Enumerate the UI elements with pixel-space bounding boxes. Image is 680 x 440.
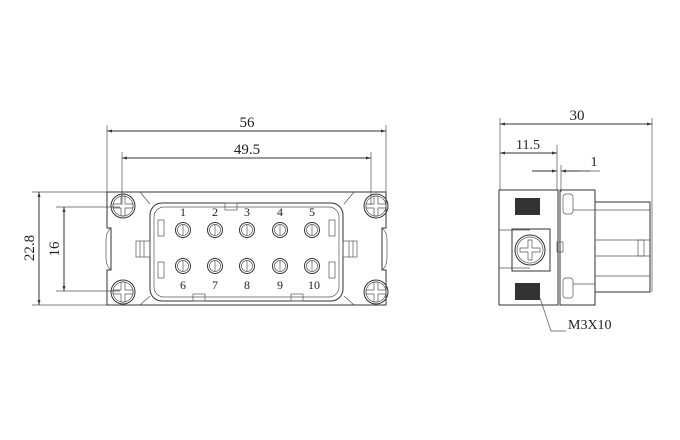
contact-pin (272, 258, 288, 274)
contact-pin (304, 258, 320, 274)
latch-left (135, 240, 151, 258)
side-insert (595, 201, 651, 293)
contact-pin (207, 258, 223, 274)
dimension-11-5: 11.5 (500, 138, 558, 190)
front-view: 56 49.5 22.8 16 (22, 115, 389, 306)
dimension-49-5: 49.5 (121, 142, 372, 205)
dimension-label-56: 56 (240, 115, 256, 131)
corner-screw-icon (363, 279, 389, 305)
side-view: 30 11.5 1 (498, 108, 653, 333)
phillips-screw-icon (514, 234, 546, 266)
contact-pin (272, 222, 288, 238)
contact-pin (239, 222, 255, 238)
contact-pins (175, 222, 320, 274)
corner-screws (110, 193, 389, 305)
contact-pin (175, 258, 191, 274)
screw-callout: M3X10 (568, 318, 612, 333)
pin-label-2: 2 (212, 205, 218, 219)
side-flange (498, 189, 559, 306)
side-body (559, 189, 596, 306)
pin-label-6: 6 (180, 278, 186, 292)
contact-pin (304, 222, 320, 238)
corner-screw-icon (363, 193, 389, 219)
contact-pin (207, 222, 223, 238)
pin-label-3: 3 (244, 205, 250, 219)
dimension-16: 16 (47, 206, 120, 292)
contact-pin (239, 258, 255, 274)
latch-right (342, 240, 358, 258)
pin-label-8: 8 (244, 278, 250, 292)
center-screw-block (511, 228, 551, 272)
corner-screw-icon (110, 279, 136, 305)
dimension-label-16: 16 (47, 241, 63, 257)
dimension-label-1: 1 (591, 155, 598, 170)
dimension-label-22-8: 22.8 (22, 235, 38, 261)
threaded-screw-bottom (515, 283, 540, 300)
pin-label-9: 9 (277, 278, 283, 292)
dimension-56: 56 (106, 115, 387, 192)
pin-label-5: 5 (309, 205, 315, 219)
corner-screw-icon (110, 193, 136, 219)
dimension-1: 1 (532, 155, 600, 192)
pin-label-4: 4 (277, 205, 283, 219)
screw-callout-leader (539, 297, 566, 332)
pin-label-1: 1 (180, 205, 186, 219)
dimension-22-8: 22.8 (22, 191, 112, 306)
pin-label-10: 10 (308, 278, 320, 292)
dimension-label-11-5: 11.5 (516, 138, 540, 153)
contact-pin (175, 222, 191, 238)
dimension-label-30: 30 (570, 108, 585, 124)
pin-label-7: 7 (212, 278, 218, 292)
threaded-screw-top (515, 198, 540, 215)
dimension-label-49-5: 49.5 (234, 142, 260, 158)
